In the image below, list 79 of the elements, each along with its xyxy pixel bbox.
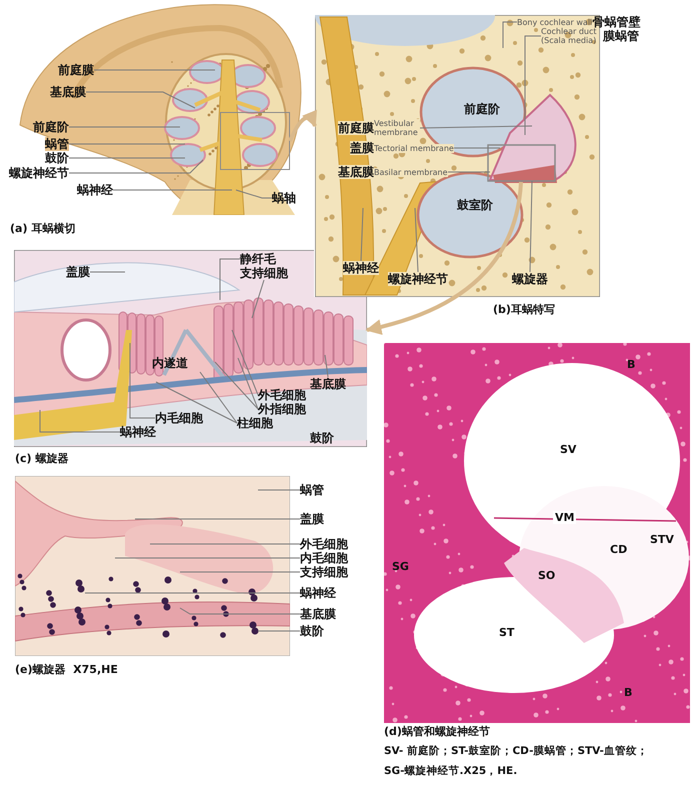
callout-label: 蜗管: [300, 483, 324, 497]
region-label: B: [624, 686, 632, 699]
figure-caption: (c) 螺旋器: [15, 451, 68, 466]
region-label: 内遂道: [152, 355, 188, 372]
leader-line: [524, 36, 542, 136]
callout-label: 螺旋神经节: [9, 166, 69, 180]
leader-line: [414, 208, 418, 272]
leader-line: [238, 358, 258, 410]
leader-line: [214, 362, 258, 410]
leader-line: [236, 190, 272, 198]
callout-label: 前庭膜: [338, 121, 374, 135]
callout-label: 鼓阶: [45, 151, 69, 165]
callout-label: 前庭阶: [33, 120, 69, 134]
region-label: SO: [538, 569, 556, 582]
callout-label: 蜗神经: [120, 425, 156, 439]
callout-label: 螺旋神经节: [388, 272, 448, 286]
callout-label: 盖膜: [66, 265, 90, 279]
leader-line: [252, 280, 264, 318]
region-label: 鼓室阶: [455, 197, 495, 214]
callout-label: 前庭膜: [58, 63, 94, 77]
arrow: [288, 110, 317, 142]
callout-label: 基底膜: [310, 377, 346, 391]
region-label: B: [627, 358, 636, 371]
leader-line: [530, 180, 532, 272]
callout-label: 蜗轴: [272, 191, 296, 205]
callout-label: 内毛细胞: [155, 411, 203, 425]
callout-label: 盖膜: [300, 512, 324, 526]
callout-label: 膜蜗管: [603, 29, 639, 43]
figure-caption: (b)耳蜗特写: [493, 302, 555, 317]
callout-label: 支持细胞: [300, 565, 348, 579]
region-label: SG: [392, 560, 409, 573]
callout-label: 基底膜: [300, 607, 336, 621]
leader-line: [232, 330, 258, 396]
callout-label: 柱细胞: [237, 416, 273, 430]
figure-caption: (e)螺旋器 X75,HE: [15, 662, 118, 677]
caption-text: SV- 前庭阶；ST-鼓室阶；CD-膜蜗管；STV-血管纹；: [384, 744, 648, 758]
leader-line: [130, 342, 156, 418]
arrow: [365, 182, 523, 334]
figure-caption: (d)蜗管和螺旋神经节: [384, 724, 490, 739]
callout-label: 螺旋器: [512, 272, 548, 286]
region-label: STV: [650, 533, 674, 546]
leader-line: [324, 354, 328, 378]
leader-line: [86, 92, 196, 108]
callout-label: 蜗管: [45, 137, 69, 151]
caption-text: SG-螺旋神经节.X25，HE.: [384, 764, 518, 778]
zoom-frame: [220, 112, 290, 170]
leader-line: [220, 258, 240, 300]
callout-label: 蜗神经: [77, 183, 113, 197]
region-label: SV: [560, 443, 576, 456]
leader-line: [68, 126, 180, 128]
figure-caption: (a) 耳蜗横切: [10, 221, 76, 236]
region-label: 前庭阶: [462, 101, 502, 118]
callout-label: 基底膜: [50, 85, 86, 99]
leader-line: [156, 382, 238, 424]
callout-label: 鼓阶: [300, 624, 324, 638]
leader-line: [68, 160, 204, 174]
callout-label: 外指细胞: [258, 402, 306, 416]
leader-line: [40, 410, 120, 432]
region-label: VM: [553, 511, 576, 524]
callout-label: 骨蜗管壁: [592, 15, 640, 29]
callout-label: 基底膜: [338, 165, 374, 179]
callout-label: 支持细胞: [240, 266, 288, 280]
region-label: ST: [499, 626, 514, 639]
callout-label: 蜗神经: [300, 586, 336, 600]
callout-label: 蜗神经: [343, 261, 379, 275]
callout-label: 盖膜: [350, 141, 374, 155]
leader-line: [420, 126, 532, 128]
callout-label: 外毛细胞: [258, 388, 306, 402]
english-label: Vestibular membrane: [374, 119, 420, 137]
region-label: CD: [610, 543, 628, 556]
leader-line: [360, 208, 364, 262]
callout-label: 外毛细胞: [300, 537, 348, 551]
arrow: [502, 22, 518, 48]
leader-line: [200, 372, 238, 424]
callout-label: 静纤毛: [240, 252, 276, 266]
english-label: Bony cochlear wall: [517, 18, 592, 26]
english-label: Cochlear duct (Scala media): [541, 27, 597, 45]
region-label: 鼓阶: [310, 430, 334, 447]
callout-label: 内毛细胞: [300, 551, 348, 565]
